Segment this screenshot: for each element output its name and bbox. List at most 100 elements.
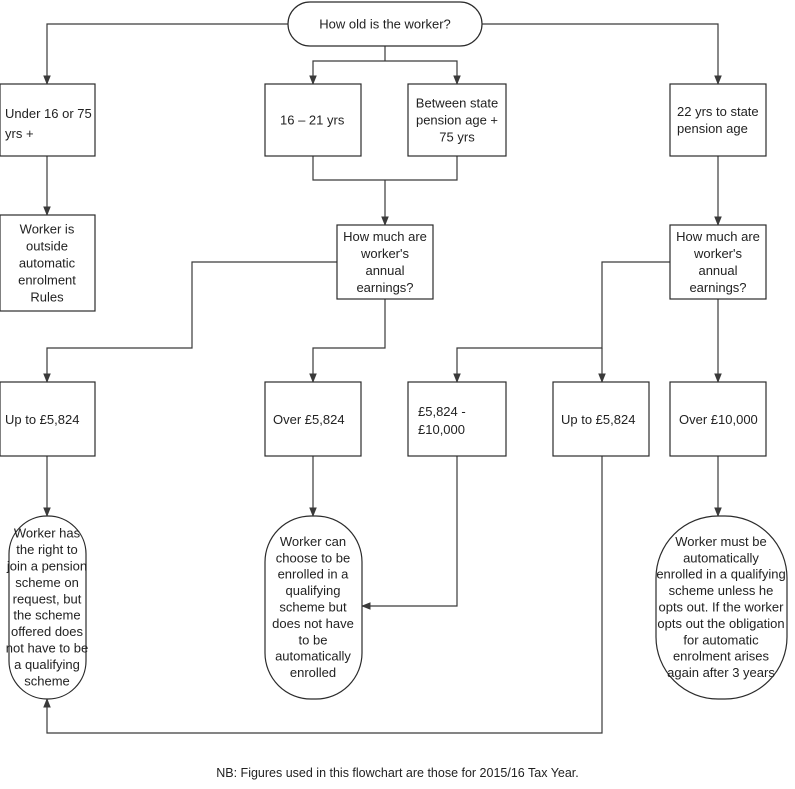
root-label: How old is the worker? (319, 17, 451, 32)
outcome-choose-node (264, 515, 363, 700)
label-line: Between state (416, 96, 498, 111)
over-5824-node (264, 381, 362, 457)
label-line: earnings? (689, 280, 746, 295)
label-line: to be (299, 632, 328, 647)
label-line: enrolled in a (278, 567, 350, 582)
label-line: qualifying (286, 583, 341, 598)
earnings-mid-label: How much are worker's annual earnings? (343, 229, 427, 295)
edge-mid-16-21 (309, 60, 385, 85)
label-line: automatically (275, 649, 351, 664)
outcome-auto-node (655, 515, 788, 700)
label-line: automatically (683, 550, 759, 565)
range-5824-10000-node (407, 381, 507, 457)
outcome-join-node (8, 515, 87, 700)
label-line: the right to (16, 542, 77, 557)
edge-root-under16 (43, 23, 288, 85)
label-line: pension age (677, 121, 748, 136)
labels: How old is the worker? Under 16 or 75 yrs… (5, 17, 786, 689)
upto-a-label: Up to £5,824 (5, 412, 79, 427)
label-line: annual (698, 263, 737, 278)
label-line: 22 yrs to state (677, 104, 759, 119)
label-line: for automatic (683, 632, 759, 647)
label-line: enrolment (18, 273, 76, 288)
label-line: request, but (13, 591, 82, 606)
upto-b-node (552, 381, 650, 457)
edge-upto-b-outcome (43, 456, 603, 734)
edge-mid-statepension (385, 60, 461, 85)
upto-b-label: Up to £5,824 (561, 412, 635, 427)
label-line: Rules (30, 290, 64, 305)
label-line: join a pension (6, 559, 87, 574)
age16-21-node (264, 83, 362, 157)
footnote: NB: Figures used in this flowchart are t… (216, 766, 579, 780)
upto-a-node (0, 381, 96, 457)
label-line: Over £5,824 (273, 412, 345, 427)
label-line: Worker has (14, 526, 81, 541)
label-line: Over £10,000 (679, 412, 758, 427)
label-line: earnings? (356, 280, 413, 295)
earnings-right-node (669, 224, 767, 300)
label-line: does not have (272, 616, 354, 631)
label-line: £10,000 (418, 422, 465, 437)
label-line: automatic (19, 256, 76, 271)
over-10000-node (669, 381, 767, 457)
label-line: annual (365, 263, 404, 278)
edges (43, 23, 722, 734)
edge-earnings-mid-over (309, 299, 386, 383)
label-line: Worker must be (675, 534, 767, 549)
label-line: again after 3 years (667, 665, 775, 680)
under16-node (0, 83, 96, 157)
label-line: enrolled in a qualifying (656, 567, 785, 582)
label-line: yrs + (5, 126, 34, 141)
label-line: enrolment arises (673, 649, 770, 664)
label-line: choose to be (276, 550, 350, 565)
label-line: Worker is (20, 222, 75, 237)
age22-state-node (669, 83, 767, 157)
label-line: opts out the obligation (657, 616, 784, 631)
label-line: worker's (693, 246, 742, 261)
statepension-75-node (407, 83, 507, 157)
label-line: Under 16 or 75 (5, 106, 92, 121)
over-5824-label: Over £5,824 (273, 412, 345, 427)
label-line: Up to £5,824 (5, 412, 79, 427)
label-line: Up to £5,824 (561, 412, 635, 427)
label-line: offered does (11, 624, 84, 639)
label-line: scheme unless he (669, 583, 774, 598)
edge-root-right (482, 23, 722, 85)
range-5824-10000-label: £5,824 - £10,000 (418, 404, 466, 437)
label-line: pension age + (416, 113, 498, 128)
statepension-75-label: Between state pension age + 75 yrs (416, 96, 498, 145)
age22-state-label: 22 yrs to state pension age (677, 104, 759, 136)
label-line: a qualifying (14, 657, 80, 672)
label-line: 16 – 21 yrs (280, 113, 345, 128)
label-line: opts out. If the worker (658, 600, 784, 615)
label-line: scheme but (279, 600, 347, 615)
edge-merge-earnings (312, 156, 458, 181)
edge-earnings-right-range (453, 261, 670, 383)
label-line: scheme on (15, 575, 79, 590)
outside-node (0, 214, 96, 312)
nodes (0, 1, 788, 700)
label-line: Worker can (280, 534, 346, 549)
label-line: £5,824 - (418, 404, 466, 419)
label-line: the scheme (13, 608, 80, 623)
root-node (287, 1, 483, 47)
under16-label: Under 16 or 75 yrs + (5, 106, 92, 141)
label-line: 75 yrs (439, 130, 475, 145)
edge-range-outcome (361, 456, 458, 610)
label-line: enrolled (290, 665, 336, 680)
over-10000-label: Over £10,000 (679, 412, 758, 427)
edge-earnings-mid-upto (43, 261, 337, 383)
label-line: How much are (343, 229, 427, 244)
label-line: How old is the worker? (319, 17, 451, 32)
label-line: not have to be (6, 641, 88, 656)
label-line: scheme (24, 673, 70, 688)
label-line: How much are (676, 229, 760, 244)
label-line: worker's (360, 246, 409, 261)
label-line: outside (26, 239, 68, 254)
